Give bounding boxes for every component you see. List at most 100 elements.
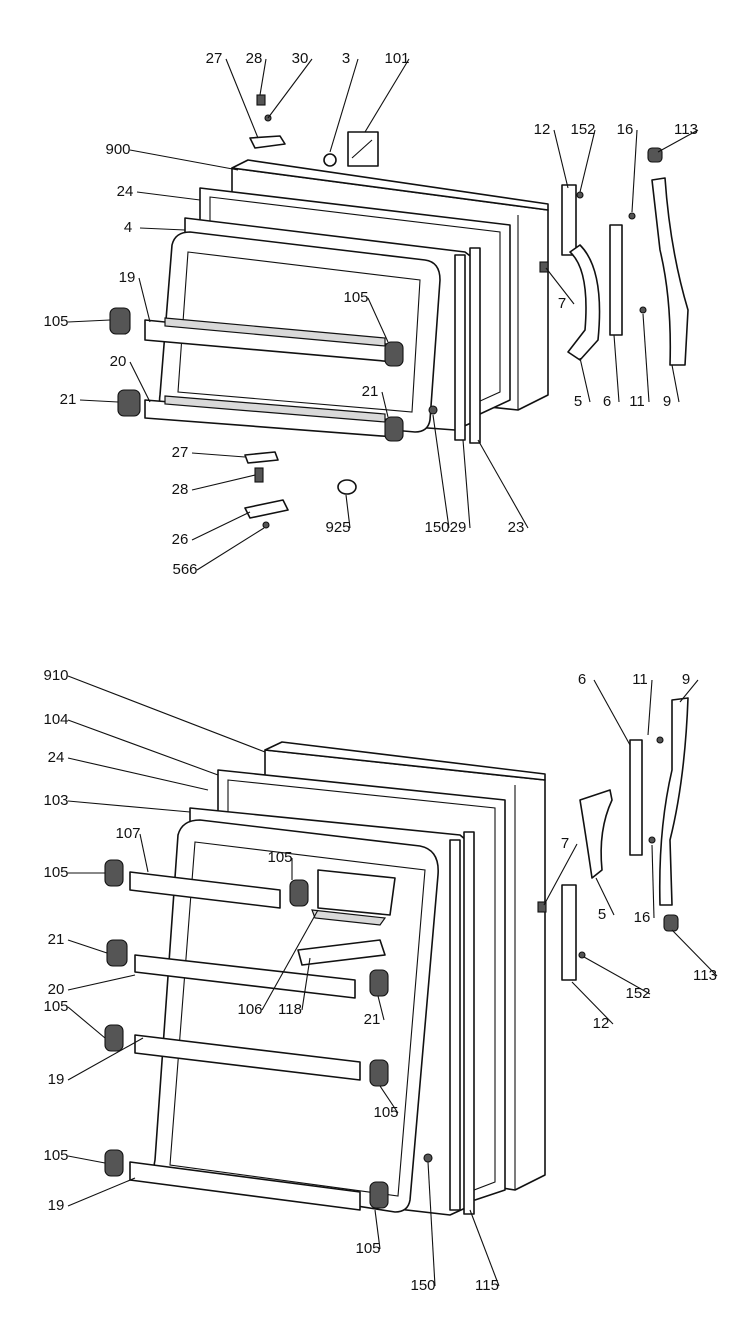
screw-152 [576, 191, 584, 199]
support-105-c [104, 1024, 124, 1052]
callout-label: 9 [663, 393, 671, 410]
callout-label: 105 [355, 1240, 380, 1257]
callout-label: 105 [43, 313, 68, 330]
callout-label: 4 [124, 219, 132, 236]
breaker-strip-115-outer [463, 831, 475, 1215]
callout-label: 5 [574, 393, 582, 410]
leader-line [67, 757, 209, 791]
callout-label: 107 [115, 825, 140, 842]
breaker-strip [454, 254, 466, 441]
fresh-food-door-assembly [104, 697, 689, 1216]
leader-line [427, 1161, 436, 1287]
leader-line [139, 833, 149, 873]
callout-label: 7 [558, 295, 566, 312]
hinge-pin-28 [254, 467, 264, 483]
breaker-strip-outer [469, 247, 481, 444]
leader-line [191, 511, 251, 541]
leader-line [631, 129, 638, 213]
callout-label: 9 [682, 671, 690, 688]
leader-line [329, 58, 359, 153]
handle-5 [567, 244, 601, 361]
callout-label: 152 [570, 121, 595, 138]
leader-line [462, 439, 471, 529]
callout-label: 16 [617, 121, 634, 138]
callout-label: 105 [267, 849, 292, 866]
leader-line [67, 319, 111, 323]
callout-label: 23 [508, 519, 525, 536]
end-cap-113 [647, 147, 663, 163]
callout-label: 20 [110, 353, 127, 370]
leader-line [377, 995, 385, 1021]
freezer-door-assembly [109, 94, 689, 529]
leader-line [647, 679, 653, 736]
callout-label: 152 [625, 985, 650, 1002]
door-shelf-20 [134, 954, 356, 999]
leader-line [129, 361, 151, 403]
screw-566 [262, 521, 270, 529]
screw-150-b [423, 1153, 433, 1163]
callout-label: 104 [43, 711, 68, 728]
leader-line [583, 956, 651, 995]
callout-label: 19 [48, 1071, 65, 1088]
support-105-f [369, 1181, 389, 1209]
callout-label: 11 [629, 393, 645, 410]
leader-line [301, 957, 311, 1011]
callout-label: 19 [48, 1197, 65, 1214]
cover-101 [347, 131, 379, 167]
door-shelf-107 [129, 871, 281, 909]
handle-plate-6 [609, 224, 623, 336]
leader-line [67, 719, 219, 776]
callout-label: 910 [43, 667, 68, 684]
leader-line [571, 981, 614, 1025]
callout-label: 105 [43, 998, 68, 1015]
breaker-strip-115 [449, 839, 461, 1211]
leader-line [545, 267, 575, 305]
leader-line [579, 129, 596, 193]
leader-line [379, 1085, 399, 1114]
trim-9-b [658, 697, 689, 906]
leader-line [595, 877, 615, 916]
callout-label: 27 [172, 444, 189, 461]
callout-label: 21 [362, 383, 379, 400]
support-105-b [289, 879, 309, 907]
shelf-support-right-105 [384, 341, 404, 367]
clip-7-b [537, 901, 547, 913]
leader-line [642, 313, 650, 403]
shelf-support-left-105 [109, 307, 131, 335]
callout-label: 12 [534, 121, 551, 138]
screw-150 [428, 405, 438, 415]
support-105-d [369, 1059, 389, 1087]
leader-line [136, 191, 201, 201]
leader-line [671, 929, 718, 977]
screw-16 [628, 212, 636, 220]
callout-label: 16 [634, 909, 651, 926]
leader-line [374, 1209, 381, 1250]
leader-line [593, 679, 631, 746]
callout-label: 101 [384, 50, 409, 67]
callout-label: 106 [237, 1001, 262, 1018]
leader-line [671, 364, 680, 403]
hinge-bottom-27 [244, 451, 279, 464]
hinge-pin-top [256, 94, 266, 106]
callout-label: 20 [48, 981, 65, 998]
callout-label: 11 [632, 671, 648, 688]
leader-line [651, 844, 655, 919]
leader-line [613, 334, 620, 403]
callout-label: 6 [603, 393, 611, 410]
shelf-support-left-21 [117, 389, 141, 417]
door-shelf-19-upper [134, 1034, 361, 1081]
leader-line [67, 1006, 106, 1039]
screw-16-b [648, 836, 656, 844]
callout-label: 566 [172, 561, 197, 578]
plug-3 [323, 153, 337, 167]
trim-9 [651, 177, 689, 366]
callout-label: 24 [117, 183, 134, 200]
hinge-top [249, 135, 286, 149]
door-shelf-19-lower [129, 1161, 361, 1211]
callout-label: 5 [598, 906, 606, 923]
leader-line [196, 527, 265, 571]
callout-label: 3 [342, 50, 350, 67]
end-cap-113-b [663, 914, 679, 932]
